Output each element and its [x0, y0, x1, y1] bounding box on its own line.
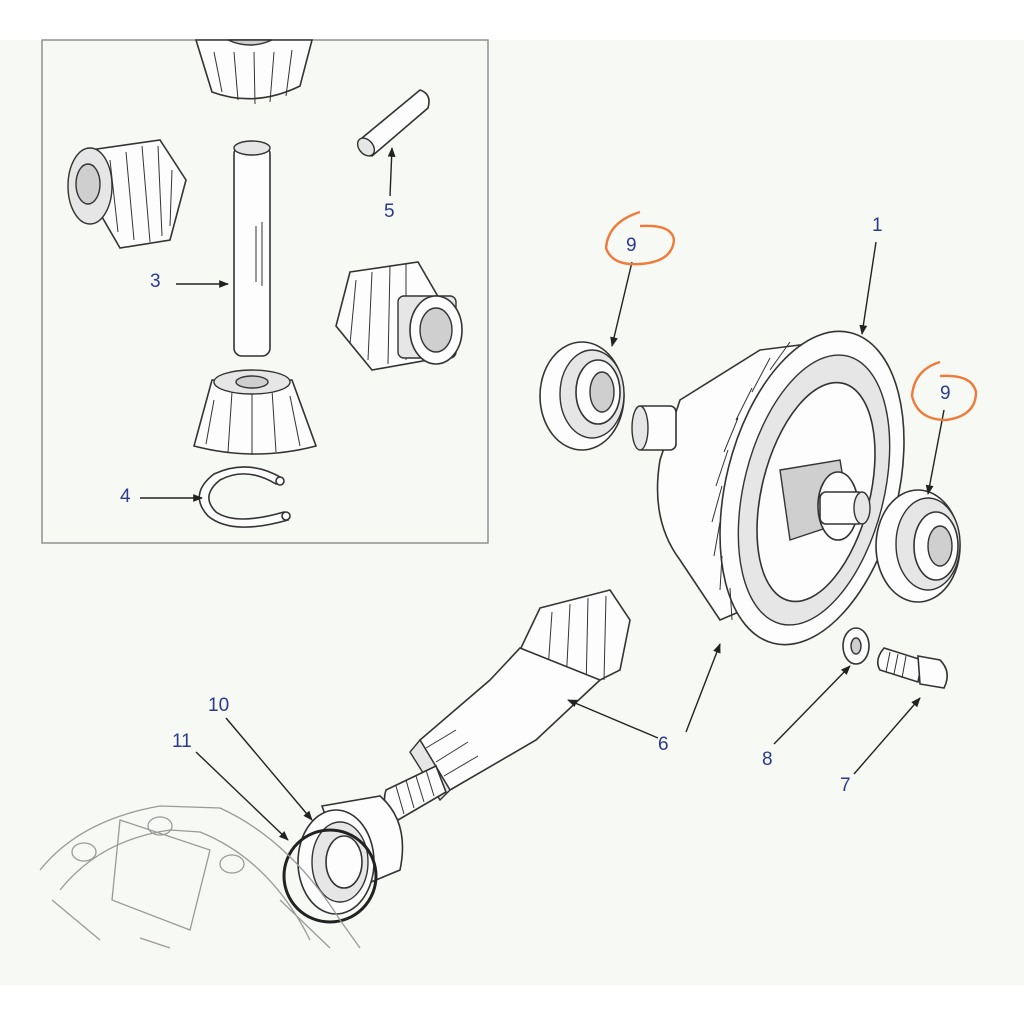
drive-pinion [383, 589, 631, 821]
leader-5 [387, 147, 396, 197]
callout-4: 4 [120, 486, 131, 507]
leader-9-left [610, 261, 633, 347]
callout-6: 6 [658, 734, 669, 755]
leader-6-pinion [567, 699, 659, 739]
callout-5: 5 [384, 201, 395, 222]
crown-wheel-assembly [631, 330, 905, 646]
circlip [198, 466, 291, 528]
cross-shaft [233, 140, 271, 357]
callout-11: 11 [172, 731, 192, 752]
washer [842, 627, 870, 665]
leader-6-wheel [685, 643, 721, 733]
callout-7: 7 [840, 775, 851, 796]
callout-9-right: 9 [940, 383, 951, 404]
top-bevel-gear [194, 39, 314, 105]
callout-9-left: 9 [626, 235, 637, 256]
carrier-bearing-left [539, 341, 625, 451]
callout-8: 8 [762, 749, 773, 770]
pinion-shim-ring [282, 828, 378, 924]
highlight-circle-9-left [604, 210, 676, 266]
leader-7 [853, 697, 921, 775]
bottom-bevel-gear [193, 369, 318, 455]
left-bevel-gear [67, 139, 187, 249]
axle-housing-outline [39, 805, 361, 949]
right-bevel-gear [335, 261, 463, 371]
callout-3: 3 [150, 271, 161, 292]
callout-10: 10 [208, 695, 230, 716]
crown-wheel-bolt [876, 647, 948, 689]
leader-10 [225, 717, 313, 821]
highlight-circle-9-right [910, 360, 978, 422]
leader-lines [140, 147, 945, 841]
carrier-bearing-right [875, 489, 961, 603]
leader-1 [859, 241, 877, 335]
leader-8 [773, 665, 851, 745]
leader-9-right [925, 409, 945, 495]
roll-pin [356, 89, 430, 157]
callout-1: 1 [872, 215, 883, 236]
leader-11 [195, 751, 289, 841]
